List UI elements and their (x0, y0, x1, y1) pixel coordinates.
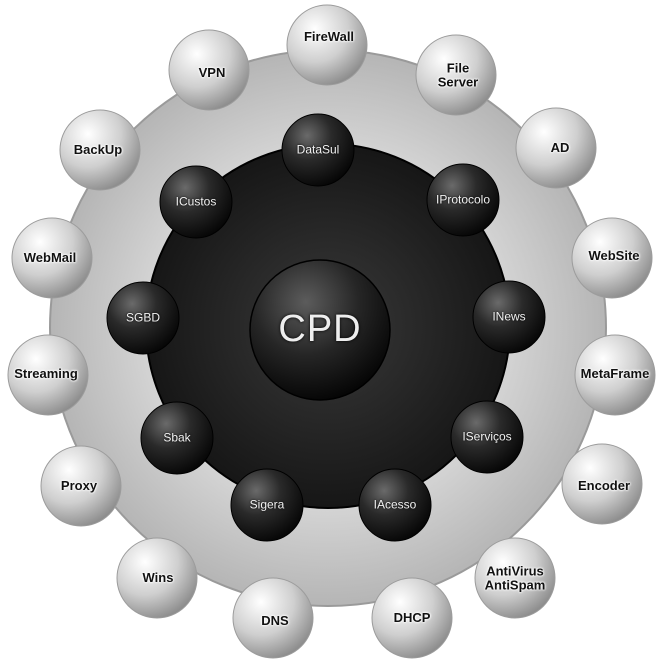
outer-node-antivirus-antispam (474, 537, 556, 619)
center-sphere (249, 259, 391, 401)
outer-node-webmail (11, 217, 93, 299)
inner-node-sigera (230, 468, 304, 542)
inner-node-iprotocolo (426, 163, 500, 237)
inner-node-iacesso (358, 468, 432, 542)
inner-node-inews (472, 280, 546, 354)
inner-node-sgbd (106, 281, 180, 355)
outer-node-encoder (561, 443, 643, 525)
outer-node-metaframe (574, 334, 656, 416)
outer-node-proxy (40, 445, 122, 527)
outer-node-dns (232, 577, 314, 659)
outer-node-dhcp (371, 577, 453, 659)
outer-node-wins (116, 537, 198, 619)
outer-node-streaming (7, 334, 89, 416)
outer-node-website (571, 217, 653, 299)
inner-node-iservicos (450, 400, 524, 474)
outer-node-backup (59, 109, 141, 191)
outer-node-vpn (168, 29, 250, 111)
inner-node-sbak (140, 401, 214, 475)
outer-node-file-server (415, 34, 497, 116)
inner-node-datasul (281, 113, 355, 187)
outer-node-firewall (286, 4, 368, 86)
outer-node-ad (515, 107, 597, 189)
inner-node-icustos (159, 165, 233, 239)
